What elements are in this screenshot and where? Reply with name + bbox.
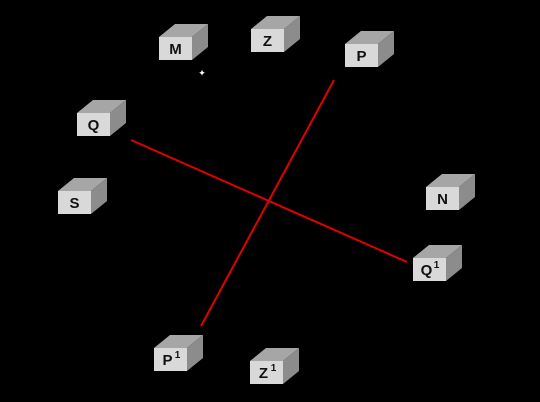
box-label-superscript: 1 <box>175 350 181 361</box>
box-top-face <box>250 348 299 361</box>
box-side-face <box>378 31 394 67</box>
box-m: M <box>159 24 208 60</box>
box-label-superscript: 1 <box>434 260 440 271</box>
box-label: S <box>69 195 79 212</box>
box-front-face <box>345 44 378 67</box>
box-side-face <box>187 335 203 371</box>
box-label: M <box>169 41 182 58</box>
box-q: Q <box>77 100 126 136</box>
box-top-face <box>159 24 208 37</box>
box-front-face <box>250 361 283 384</box>
box-label: Z <box>259 365 268 382</box>
box-front-face <box>159 37 192 60</box>
box-label: N <box>437 191 448 208</box>
box-side-face <box>284 16 300 52</box>
box-s: S <box>58 178 107 214</box>
box-n: N <box>426 174 475 210</box>
box-top-face <box>58 178 107 191</box>
box-label-superscript: 1 <box>271 363 277 374</box>
box-p: P <box>345 31 394 67</box>
box-front-face <box>77 113 110 136</box>
box-front-face <box>426 187 459 210</box>
box-side-face <box>110 100 126 136</box>
box-label: Q <box>421 262 433 279</box>
box-label: P <box>162 352 172 369</box>
box-top-face <box>426 174 475 187</box>
box-side-face <box>91 178 107 214</box>
box-top-face <box>251 16 300 29</box>
box-label: Q <box>88 117 100 134</box>
box-front-face <box>413 258 446 281</box>
box-z: Z <box>251 16 300 52</box>
marker-star-icon: ✦ <box>198 69 206 79</box>
box-top-face <box>345 31 394 44</box>
box-front-face <box>58 191 91 214</box>
box-front-face <box>251 29 284 52</box>
box-top-face <box>413 245 462 258</box>
box-side-face <box>446 245 462 281</box>
connector-lines <box>130 79 408 327</box>
line-p-p1 <box>200 79 335 327</box>
line-q-q1 <box>130 139 408 263</box>
box-front-face <box>154 348 187 371</box>
box-top-face <box>77 100 126 113</box>
box-label: Z <box>263 33 272 50</box>
box-side-face <box>283 348 299 384</box>
box-side-face <box>192 24 208 60</box>
box-top-face <box>154 335 203 348</box>
box-label: P <box>356 48 366 65</box>
box-side-face <box>459 174 475 210</box>
